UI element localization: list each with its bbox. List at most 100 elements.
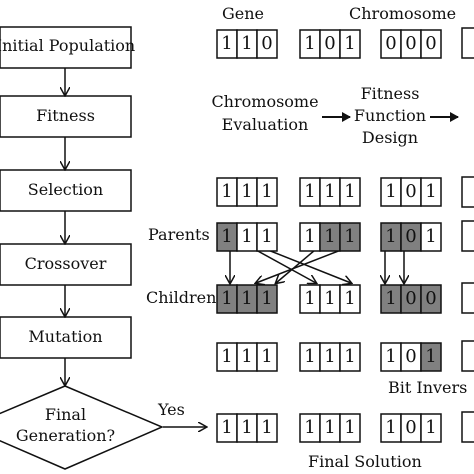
yes-label: Yes — [158, 400, 185, 419]
gene-cell-selection-3-3 — [420, 177, 442, 207]
gene-bit-parents-2-1: 1 — [304, 226, 316, 247]
decision-label-line-1: Final — [44, 405, 87, 424]
gene-label: Gene — [222, 4, 265, 23]
gene-bit-initial-2-2: 0 — [324, 33, 336, 54]
gene-bit-selection-1-1: 1 — [221, 181, 233, 202]
crossover-arrow-3 — [267, 249, 351, 283]
chromosome-cutoff-initial — [461, 27, 474, 59]
gene-cell-final-3-3 — [420, 413, 442, 443]
gene-bit-mutation-3-2: 0 — [405, 346, 417, 367]
gene-bit-mutation-1-3: 1 — [261, 346, 273, 367]
bit-inversion-label: Bit Invers — [388, 378, 468, 397]
chromosome-evaluation-line-2: Evaluation — [221, 115, 309, 134]
step-label-initial-population: Initial Population — [0, 36, 136, 55]
gene-cell-parents-2-3 — [339, 222, 361, 252]
gene-bit-parents-2-2: 1 — [324, 226, 336, 247]
gene-bit-selection-2-2: 1 — [324, 181, 336, 202]
gene-bit-parents-3-2: 0 — [405, 226, 417, 247]
gene-bit-children-3-1: 1 — [385, 288, 397, 309]
gene-bit-children-1-3: 1 — [261, 288, 273, 309]
children-label: Children — [146, 288, 217, 307]
chromosome-cutoff-children — [461, 282, 474, 314]
gene-bit-mutation-2-2: 1 — [324, 346, 336, 367]
fitness-function-design-line-3: Design — [361, 128, 419, 147]
step-box-initial-population — [0, 26, 132, 69]
gene-cell-mutation-2-3 — [339, 342, 361, 372]
gene-bit-children-3-3: 0 — [425, 288, 437, 309]
gene-bit-parents-1-3: 1 — [261, 226, 273, 247]
gene-bit-initial-1-1: 1 — [221, 33, 233, 54]
gene-bit-final-1-1: 1 — [221, 417, 233, 438]
gene-bit-selection-1-2: 1 — [241, 181, 253, 202]
gene-bit-children-1-1: 1 — [221, 288, 233, 309]
gene-bit-parents-2-3: 1 — [344, 226, 356, 247]
gene-bit-parents-3-3: 1 — [425, 226, 437, 247]
gene-cell-children-1-3 — [256, 284, 278, 314]
step-label-fitness: Fitness — [36, 106, 95, 125]
gene-bit-selection-3-2: 0 — [405, 181, 417, 202]
gene-cell-mutation-1-3 — [256, 342, 278, 372]
gene-bit-selection-3-3: 1 — [425, 181, 437, 202]
gene-bit-final-2-3: 1 — [344, 417, 356, 438]
gene-bit-final-3-2: 0 — [405, 417, 417, 438]
chromosome-cutoff-final — [461, 411, 474, 443]
gene-cell-mutation-3-3 — [420, 342, 442, 372]
step-label-crossover: Crossover — [24, 254, 107, 273]
chromosome-label: Chromosome — [349, 4, 457, 23]
step-box-crossover — [0, 243, 132, 286]
gene-bit-initial-1-3: 0 — [261, 33, 273, 54]
gene-bit-initial-2-1: 1 — [304, 33, 316, 54]
chromosome-evaluation-line-1: Chromosome — [211, 92, 319, 111]
decision-diamond — [0, 385, 164, 470]
gene-cell-children-2-3 — [339, 284, 361, 314]
crossover-arrow-2 — [255, 249, 316, 283]
gene-cell-initial-2-3 — [339, 29, 361, 59]
chromosome-cells — [216, 29, 442, 443]
crossover-arrow-4 — [256, 249, 342, 283]
gene-bit-final-2-2: 1 — [324, 417, 336, 438]
step-label-selection: Selection — [27, 180, 104, 199]
gene-bit-parents-1-2: 1 — [241, 226, 253, 247]
gene-bit-final-3-3: 1 — [425, 417, 437, 438]
gene-bit-initial-3-3: 0 — [425, 33, 437, 54]
gene-bit-initial-1-2: 1 — [241, 33, 253, 54]
gene-bit-initial-2-3: 1 — [344, 33, 356, 54]
gene-bit-mutation-2-1: 1 — [304, 346, 316, 367]
decision-label-line-2: Generation? — [15, 426, 116, 445]
gene-cell-parents-3-3 — [420, 222, 442, 252]
gene-cell-children-3-3 — [420, 284, 442, 314]
crossover-arrow-5 — [276, 249, 316, 283]
gene-bit-selection-2-3: 1 — [344, 181, 356, 202]
gene-cell-initial-3-3 — [420, 29, 442, 59]
chromosome-cutoff-mutation — [461, 340, 474, 372]
gene-cell-final-1-3 — [256, 413, 278, 443]
final-solution-label: Final Solution — [308, 452, 422, 471]
step-box-mutation — [0, 316, 132, 359]
fitness-function-design-line-2: Function — [353, 106, 427, 125]
gene-bit-final-3-1: 1 — [385, 417, 397, 438]
gene-bit-mutation-3-3: 1 — [425, 346, 437, 367]
gene-cell-final-2-3 — [339, 413, 361, 443]
gene-bit-children-2-1: 1 — [304, 288, 316, 309]
gene-bit-children-3-2: 0 — [405, 288, 417, 309]
gene-bit-mutation-3-1: 1 — [385, 346, 397, 367]
gene-bit-parents-1-1: 1 — [221, 226, 233, 247]
fitness-function-design-line-1: Fitness — [360, 84, 420, 103]
gene-bit-final-1-2: 1 — [241, 417, 253, 438]
gene-bit-initial-3-2: 0 — [405, 33, 417, 54]
gene-cell-initial-1-3 — [256, 29, 278, 59]
gene-cell-parents-1-3 — [256, 222, 278, 252]
gene-bit-children-2-3: 1 — [344, 288, 356, 309]
step-box-selection — [0, 169, 132, 212]
gene-bit-selection-1-3: 1 — [261, 181, 273, 202]
gene-cell-selection-1-3 — [256, 177, 278, 207]
gene-bit-children-2-2: 1 — [324, 288, 336, 309]
gene-bit-children-1-2: 1 — [241, 288, 253, 309]
gene-bit-mutation-1-1: 1 — [221, 346, 233, 367]
step-box-fitness — [0, 95, 132, 138]
gene-bit-initial-3-1: 0 — [385, 33, 397, 54]
gene-bit-final-2-1: 1 — [304, 417, 316, 438]
gene-bit-mutation-2-3: 1 — [344, 346, 356, 367]
